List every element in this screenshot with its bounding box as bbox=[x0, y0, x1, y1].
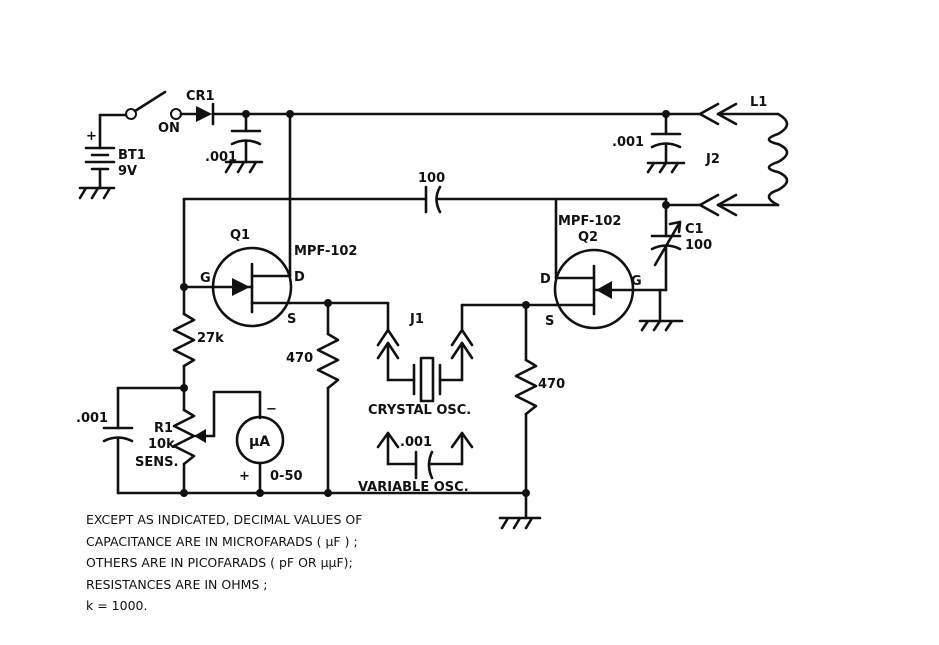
r1-sens-label: SENS. bbox=[135, 455, 178, 470]
cap-left-label: .001 bbox=[76, 411, 108, 426]
q1-gate-label: G bbox=[200, 271, 211, 286]
note-line-4: RESISTANCES ARE IN OHMS ; bbox=[86, 577, 268, 592]
capacitor-right bbox=[646, 112, 686, 174]
q1-label: Q1 bbox=[230, 228, 250, 243]
q1-drain-label: D bbox=[294, 270, 305, 285]
c1-label: C1 bbox=[685, 222, 704, 237]
note-line-3: OTHERS ARE IN PICOFARADS ( pF OR µµF); bbox=[86, 555, 353, 570]
r27k-label: 27k bbox=[197, 331, 224, 346]
transistor-q1 bbox=[180, 246, 390, 328]
potentiometer-r1 bbox=[116, 384, 262, 495]
variable-osc-label: VARIABLE OSC. bbox=[358, 480, 469, 495]
r1-label: R1 bbox=[154, 421, 173, 436]
battery-plus-label: + bbox=[86, 129, 97, 144]
note-line-2: CAPACITANCE ARE IN MICROFARADS ( µF ) ; bbox=[86, 534, 358, 549]
r1-value-label: 10k bbox=[148, 437, 175, 452]
cap-right-label: .001 bbox=[612, 135, 644, 150]
cap-100-label: 100 bbox=[418, 171, 445, 186]
capacitor-variable-osc bbox=[376, 431, 474, 480]
q2-label: Q2 bbox=[578, 230, 598, 245]
cr1-label: CR1 bbox=[186, 89, 215, 104]
battery-bt1 bbox=[78, 113, 116, 200]
meter-range-label: 0-50 bbox=[270, 469, 303, 484]
bt1-voltage-label: 9V bbox=[118, 164, 137, 179]
r470-right-label: 470 bbox=[538, 377, 565, 392]
capacitor-left bbox=[102, 386, 134, 495]
power-switch bbox=[98, 90, 198, 120]
q2-gate-label: G bbox=[631, 274, 642, 289]
switch-on-label: ON bbox=[158, 121, 180, 136]
q2-part-label: MPF-102 bbox=[558, 214, 621, 229]
resistor-470-right bbox=[514, 303, 538, 495]
microammeter bbox=[235, 415, 285, 495]
q1-part-label: MPF-102 bbox=[294, 244, 357, 259]
bottom-rail bbox=[116, 489, 542, 530]
meter-minus-label: − bbox=[266, 402, 277, 417]
bt1-label: BT1 bbox=[118, 148, 146, 163]
tuning-capacitor-c1 bbox=[650, 203, 682, 292]
crystal-osc-label: CRYSTAL OSC. bbox=[368, 403, 471, 418]
capacitor-100 bbox=[182, 185, 702, 289]
resistor-27k bbox=[172, 285, 196, 390]
cap-top-left-label: .001 bbox=[205, 150, 237, 165]
meter-label: µA bbox=[249, 434, 270, 450]
note-line-1: EXCEPT AS INDICATED, DECIMAL VALUES OF bbox=[86, 512, 362, 527]
j1-label: J1 bbox=[409, 312, 424, 327]
transistor-q2 bbox=[460, 197, 684, 332]
jack-j2 bbox=[698, 102, 780, 217]
diode-cr1 bbox=[196, 102, 702, 126]
resistor-470-left bbox=[316, 301, 340, 495]
q2-source-label: S bbox=[545, 314, 554, 329]
capacitor-top-left bbox=[224, 110, 264, 174]
q2-drain-label: D bbox=[540, 272, 551, 287]
q1-source-label: S bbox=[287, 312, 296, 327]
l1-label: L1 bbox=[750, 95, 767, 110]
crystal-j1 bbox=[376, 301, 474, 403]
j2-label: J2 bbox=[705, 152, 720, 167]
meter-plus-label: + bbox=[239, 469, 250, 484]
cap-variable-label: .001 bbox=[400, 435, 432, 450]
coil-l1 bbox=[767, 112, 789, 207]
note-line-5: k = 1000. bbox=[86, 598, 147, 613]
r470-left-label: 470 bbox=[286, 351, 313, 366]
c1-value-label: 100 bbox=[685, 238, 712, 253]
